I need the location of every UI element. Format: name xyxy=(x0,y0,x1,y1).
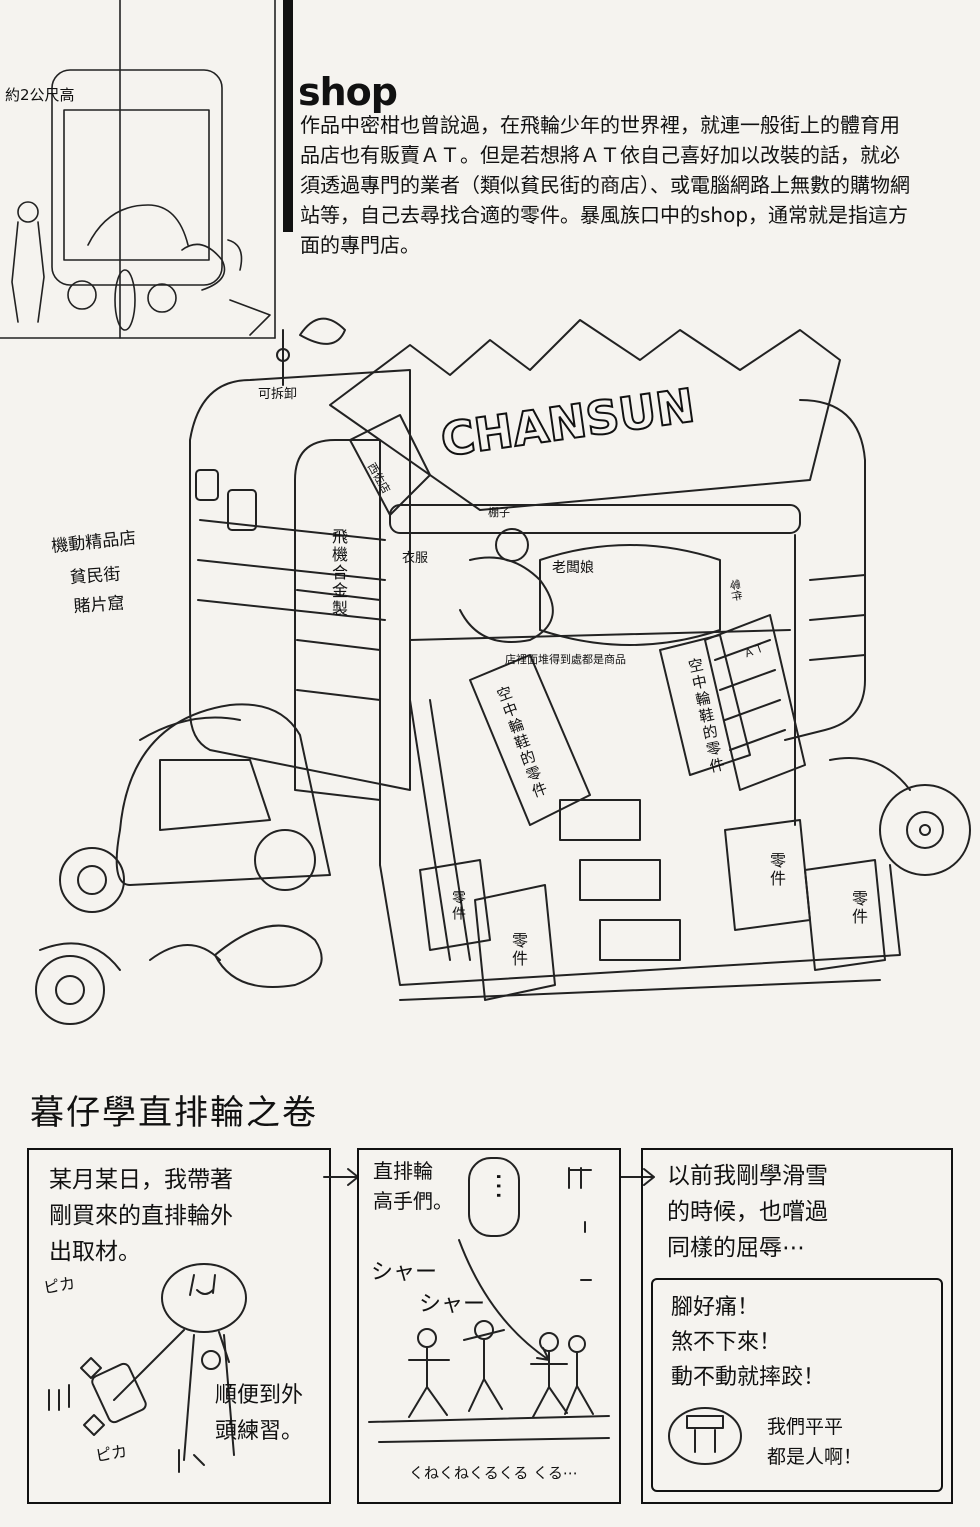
parts-box-label-3: 零件 xyxy=(767,852,786,888)
panel3-narration-line: 的時候，也嚐過 xyxy=(667,1199,828,1225)
panel2-sfx-2: シャー xyxy=(419,1292,486,1317)
alloy-label: 飛機合金製 xyxy=(329,528,348,618)
panel2-speech: ⋯ xyxy=(483,1172,516,1206)
panel2-sfx-1: シャー xyxy=(371,1260,438,1285)
panel3-drawing xyxy=(668,1407,742,1465)
arrow-icon xyxy=(619,1168,655,1186)
comic-panel-3: 以前我剛學滑雪 的時候，也嚐過 同樣的屈辱⋯ 腳好痛！ 煞不下來！ 動不動就摔跤… xyxy=(641,1148,953,1504)
comic-panel-2: 直排輪 高手們。 ⋯ シャー シャー くねくねくるくる くる⋯ xyxy=(357,1148,621,1504)
inset-height-note: 約2公尺高 xyxy=(5,86,75,104)
panel1-narration: 某月某日，我帶著 剛買來的直排輪外 出取材。 xyxy=(49,1162,233,1270)
panel3-narration: 以前我剛學滑雪 的時候，也嚐過 同樣的屈辱⋯ xyxy=(667,1158,828,1266)
panel3-speech: 我們平平 都是人啊！ xyxy=(767,1412,862,1472)
panel3-narration-line: 以前我剛學滑雪 xyxy=(667,1163,828,1189)
panel3-speech-line: 都是人啊！ xyxy=(767,1446,863,1468)
panel1-drawing xyxy=(48,1263,247,1473)
comic-section-title: 暮仔學直排輪之卷 xyxy=(30,1093,318,1133)
panel3-complaints: 腳好痛！ 煞不下來！ 動不動就摔跤！ xyxy=(671,1290,825,1395)
panel1-speech: 順便到外 頭練習。 xyxy=(215,1378,303,1450)
awning-label: 棚子 xyxy=(488,505,510,519)
truck-body xyxy=(189,317,901,1001)
right-wheel xyxy=(829,757,971,876)
panel1-narration-line: 出取材。 xyxy=(49,1239,141,1265)
panel2-narration: 直排輪 高手們。 xyxy=(373,1156,453,1216)
shop-description: 作品中密柑也曾說過，在飛輪少年的世界裡，就連一般街上的體育用品店也有販賣ＡＴ。但… xyxy=(300,113,910,257)
shop-title: shop xyxy=(298,70,398,114)
panel2-narration-line: 高手們。 xyxy=(373,1189,453,1213)
owner-label: 老闆娘 xyxy=(552,560,594,576)
panel3-complaint-line: 腳好痛！ xyxy=(671,1295,760,1320)
shop-signboard: CHANSUN xyxy=(438,378,698,467)
panel1-narration-line: 某月某日，我帶著 xyxy=(49,1167,233,1193)
panel2-drawing xyxy=(368,1157,610,1443)
panel3-speech-line: 我們平平 xyxy=(767,1416,844,1438)
removable-label: 可拆卸 xyxy=(258,386,297,402)
panel3-inner-frame xyxy=(651,1278,943,1492)
panel3-complaint-line: 煞不下來！ xyxy=(671,1330,782,1355)
parts-box-label-2: 零件 xyxy=(509,932,528,968)
panel3-narration-line: 同樣的屈辱⋯ xyxy=(667,1235,805,1261)
panel2-narration-line: 直排輪 xyxy=(373,1159,433,1183)
shop-type-1: 機動精品店 xyxy=(50,528,137,557)
panel1-speech-line: 順便到外 xyxy=(215,1383,304,1408)
parts-box-label-1: 零件 xyxy=(450,890,466,922)
scooter-sketch xyxy=(35,703,331,1025)
panel3-complaint-line: 動不動就摔跤！ xyxy=(671,1365,826,1390)
header-divider-bar xyxy=(283,0,293,232)
clothes-label: 衣服 xyxy=(402,550,428,566)
panel1-speech-line: 頭練習。 xyxy=(215,1419,304,1444)
at-box-label: ＡＴ xyxy=(742,641,767,661)
panel2-sfx-3: くねくねくるくる くる⋯ xyxy=(409,1464,578,1482)
goods-piled-label: 店裡面堆得到處都是商品 xyxy=(505,652,626,666)
panel1-narration-line: 剛買來的直排輪外 xyxy=(49,1203,233,1229)
comic-panel-1: 某月某日，我帶著 剛買來的直排輪外 出取材。 ピカ ピカ 順便到外 頭練習。 xyxy=(27,1148,331,1504)
shop-type-3: 賭片窟 xyxy=(73,593,125,617)
inset-sketch xyxy=(0,0,276,339)
side-sign-label: 零件 xyxy=(727,578,744,602)
shop-truck-sketch: 約2公尺高 xyxy=(0,0,971,1025)
parts-box-label-4: 零件 xyxy=(849,890,868,926)
shop-type-2: 貧民街 xyxy=(69,564,121,588)
